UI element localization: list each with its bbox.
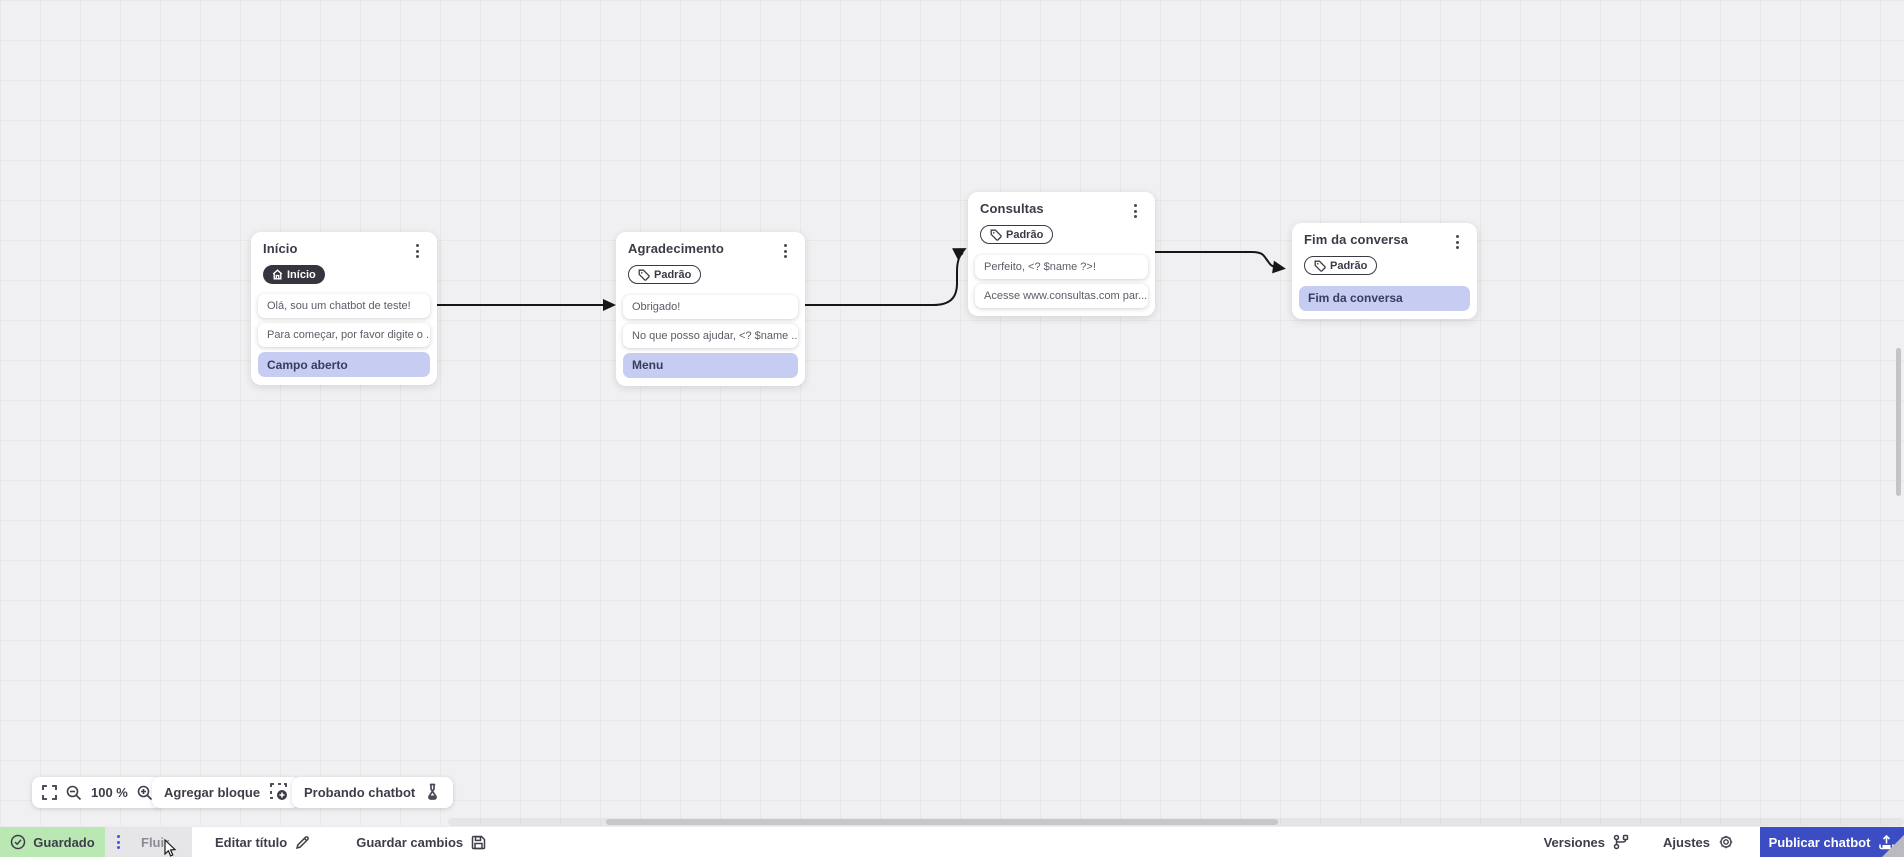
save-changes-button[interactable]: Guardar cambios bbox=[348, 827, 494, 857]
zoom-out-icon[interactable] bbox=[66, 785, 82, 801]
save-changes-label: Guardar cambios bbox=[356, 834, 464, 850]
edit-title-button[interactable]: Editar título bbox=[207, 827, 318, 857]
connector-arrowhead bbox=[1272, 260, 1286, 274]
zoom-level: 100 % bbox=[91, 785, 128, 800]
tab-flow[interactable]: Fluir bbox=[105, 827, 192, 857]
node-badge-row: Padrão bbox=[1299, 251, 1470, 277]
tag-icon bbox=[638, 269, 650, 281]
node-message[interactable]: No que posso ajudar, <? $name ... bbox=[623, 323, 798, 348]
add-block-icon bbox=[269, 782, 288, 804]
home-icon bbox=[272, 269, 283, 280]
node-badge-row: Padrão bbox=[623, 260, 798, 286]
check-circle-icon bbox=[11, 834, 26, 850]
vertical-scrollbar-thumb[interactable] bbox=[1896, 348, 1901, 496]
node-message[interactable]: Olá, sou um chatbot de teste! bbox=[258, 294, 430, 318]
node-menu-icon[interactable] bbox=[1127, 202, 1143, 220]
add-block-label: Agregar bloque bbox=[164, 785, 261, 800]
node-title: Início bbox=[263, 241, 298, 256]
node-menu-icon[interactable] bbox=[777, 242, 793, 260]
publish-label: Publicar chatbot bbox=[1768, 834, 1871, 850]
saved-status-badge: Guardado bbox=[0, 827, 105, 857]
connector-arrowhead bbox=[603, 299, 616, 311]
window-resize-handle bbox=[1882, 835, 1904, 857]
node-badge-row: Início bbox=[258, 260, 430, 285]
node-badge: Padrão bbox=[1304, 256, 1378, 275]
node-items: Perfeito, <? $name ?>! Acesse www.consult… bbox=[975, 254, 1148, 308]
add-block-button[interactable]: Agregar bloque bbox=[152, 777, 301, 808]
pencil-icon bbox=[296, 835, 310, 849]
node-header: Consultas bbox=[975, 201, 1148, 220]
node-message[interactable]: Obrigado! bbox=[623, 294, 798, 319]
node-menu-icon[interactable] bbox=[1449, 233, 1465, 251]
node-badge-row: Padrão bbox=[975, 220, 1148, 246]
gear-icon bbox=[1719, 835, 1733, 849]
node-badge: Início bbox=[263, 265, 325, 284]
node-action[interactable]: Campo aberto bbox=[258, 352, 430, 377]
connector-consultas-fim[interactable] bbox=[1155, 251, 1275, 268]
node-header: Início bbox=[258, 241, 430, 260]
node-badge-label: Padrão bbox=[654, 268, 692, 281]
node-badge: Padrão bbox=[628, 265, 702, 284]
flow-tab-label: Fluir bbox=[141, 834, 170, 850]
node-title: Agradecimento bbox=[628, 241, 724, 256]
node-title: Consultas bbox=[980, 201, 1044, 216]
publish-chatbot-button[interactable]: Publicar chatbot bbox=[1760, 827, 1904, 857]
zoom-in-icon[interactable] bbox=[137, 785, 153, 801]
edit-title-label: Editar título bbox=[215, 834, 288, 850]
tab-menu-icon[interactable] bbox=[105, 835, 131, 849]
node-message[interactable]: Para começar, por favor digite o ... bbox=[258, 323, 430, 347]
test-chatbot-label: Probando chatbot bbox=[304, 785, 416, 800]
flask-icon bbox=[424, 783, 441, 803]
connector-agradecimento-consultas[interactable] bbox=[805, 252, 964, 306]
branch-icon bbox=[1613, 834, 1629, 850]
bottom-bar: Guardado Fluir Editar título Guardar cam… bbox=[0, 826, 1904, 857]
node-badge: Padrão bbox=[980, 225, 1054, 244]
node-action[interactable]: Menu bbox=[623, 352, 798, 378]
settings-label: Ajustes bbox=[1663, 834, 1710, 850]
node-badge-label: Padrão bbox=[1006, 228, 1044, 241]
saved-label: Guardado bbox=[33, 834, 95, 850]
settings-button[interactable]: Ajustes bbox=[1655, 827, 1742, 857]
node-header: Fim da conversa bbox=[1299, 232, 1470, 251]
node-title: Fim da conversa bbox=[1304, 232, 1409, 247]
tag-icon bbox=[1314, 260, 1326, 272]
test-chatbot-button[interactable]: Probando chatbot bbox=[292, 777, 454, 808]
node-badge-label: Padrão bbox=[1330, 259, 1368, 272]
tag-icon bbox=[990, 229, 1002, 241]
node-items: Fim da conversa bbox=[1299, 285, 1470, 311]
zoom-toolbar: 100 % bbox=[32, 777, 163, 808]
versions-label: Versiones bbox=[1543, 834, 1606, 850]
connector-arrowhead bbox=[952, 248, 967, 260]
versions-button[interactable]: Versiones bbox=[1536, 827, 1637, 857]
node-message[interactable]: Acesse www.consultas.com par... bbox=[975, 283, 1148, 308]
node-items: Olá, sou um chatbot de teste! Para começa… bbox=[258, 294, 430, 377]
node-message[interactable]: Perfeito, <? $name ?>! bbox=[975, 254, 1148, 279]
node-badge-label: Início bbox=[287, 268, 316, 281]
node-items: Obrigado! No que posso ajudar, <? $name .… bbox=[623, 294, 798, 378]
fit-screen-icon[interactable] bbox=[42, 785, 57, 800]
horizontal-scrollbar-thumb[interactable] bbox=[606, 819, 1278, 825]
node-action[interactable]: Fim da conversa bbox=[1299, 285, 1470, 311]
node-menu-icon[interactable] bbox=[409, 242, 425, 260]
save-icon bbox=[471, 835, 486, 849]
footer-spacer bbox=[494, 827, 1535, 857]
node-header: Agradecimento bbox=[623, 241, 798, 260]
